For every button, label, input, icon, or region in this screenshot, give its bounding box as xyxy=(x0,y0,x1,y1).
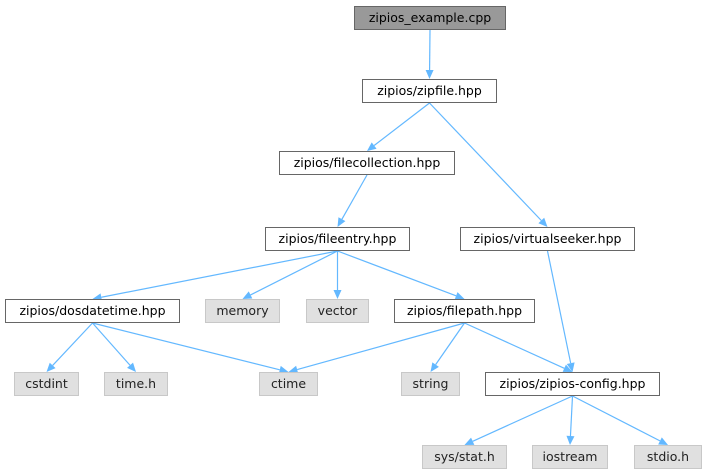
edge-zipfile-hpp-to-virtualseeker-hpp xyxy=(429,102,542,221)
arrowhead-9 xyxy=(127,362,136,372)
edge-dosdatetime-hpp-to-time-h xyxy=(92,322,131,366)
edge-zipfile-hpp-to-filecollection-hpp xyxy=(373,102,430,146)
arrowhead-1 xyxy=(367,142,377,151)
arrowhead-17 xyxy=(658,437,668,445)
edge-fileentry-hpp-to-filepath-hpp xyxy=(337,250,457,297)
arrowhead-2 xyxy=(538,217,548,227)
node-vector[interactable]: vector xyxy=(306,299,369,323)
node-memory[interactable]: memory xyxy=(205,299,280,323)
edge-fileentry-hpp-to-dosdatetime-hpp xyxy=(101,250,338,298)
edge-zipios-config-hpp-to-sys-stat-h xyxy=(472,395,573,442)
edge-filepath-hpp-to-ctime xyxy=(297,322,465,371)
edge-filepath-hpp-to-string xyxy=(435,322,465,365)
edge-dosdatetime-hpp-to-ctime xyxy=(92,322,280,371)
node-filecollection-hpp[interactable]: zipios/filecollection.hpp xyxy=(279,151,455,175)
node-zipios-config-hpp[interactable]: zipios/zipios-config.hpp xyxy=(485,372,660,396)
node-string[interactable]: string xyxy=(401,372,460,396)
edge-layer xyxy=(46,29,668,445)
edge-zipios-config-hpp-to-stdio-h xyxy=(572,395,661,442)
node-filepath-hpp[interactable]: zipios/filepath.hpp xyxy=(394,299,535,323)
node-iostream[interactable]: iostream xyxy=(532,445,608,469)
edge-dosdatetime-hpp-to-cstdint xyxy=(52,322,93,366)
node-ctime[interactable]: ctime xyxy=(259,372,318,396)
arrowhead-16 xyxy=(566,435,575,445)
arrowhead-10 xyxy=(278,365,289,374)
arrowhead-5 xyxy=(242,291,253,299)
node-cstdint[interactable]: cstdint xyxy=(14,372,79,396)
edge-virtualseeker-hpp-to-zipios-config-hpp xyxy=(546,250,572,364)
arrowhead-8 xyxy=(46,362,56,372)
node-zipfile-hpp[interactable]: zipios/zipfile.hpp xyxy=(362,79,497,103)
node-dosdatetime-hpp[interactable]: zipios/dosdatetime.hpp xyxy=(5,299,180,323)
arrowhead-15 xyxy=(464,437,475,445)
arrowhead-6 xyxy=(333,290,342,299)
edge-filecollection-hpp-to-fileentry-hpp xyxy=(341,174,368,220)
arrowhead-7 xyxy=(454,292,465,300)
node-time-h[interactable]: time.h xyxy=(104,372,168,396)
node-virtualseeker-hpp[interactable]: zipios/virtualseeker.hpp xyxy=(460,227,635,251)
edge-fileentry-hpp-to-memory xyxy=(250,250,338,296)
node-stdio-h[interactable]: stdio.h xyxy=(634,445,702,469)
edge-filepath-hpp-to-zipios-config-hpp xyxy=(464,322,565,369)
edge-zipios-config-hpp-to-iostream xyxy=(569,395,574,437)
arrowhead-14 xyxy=(566,362,575,372)
arrowhead-12 xyxy=(430,362,439,372)
node-fileentry-hpp[interactable]: zipios/fileentry.hpp xyxy=(265,227,410,251)
arrowhead-13 xyxy=(562,364,573,372)
arrowhead-11 xyxy=(288,365,299,374)
node-sys-stat-h[interactable]: sys/stat.h xyxy=(422,445,507,469)
node-zipios-example-cpp[interactable]: zipios_example.cpp xyxy=(354,6,506,30)
arrowhead-0 xyxy=(425,69,434,79)
arrowhead-3 xyxy=(337,217,346,227)
